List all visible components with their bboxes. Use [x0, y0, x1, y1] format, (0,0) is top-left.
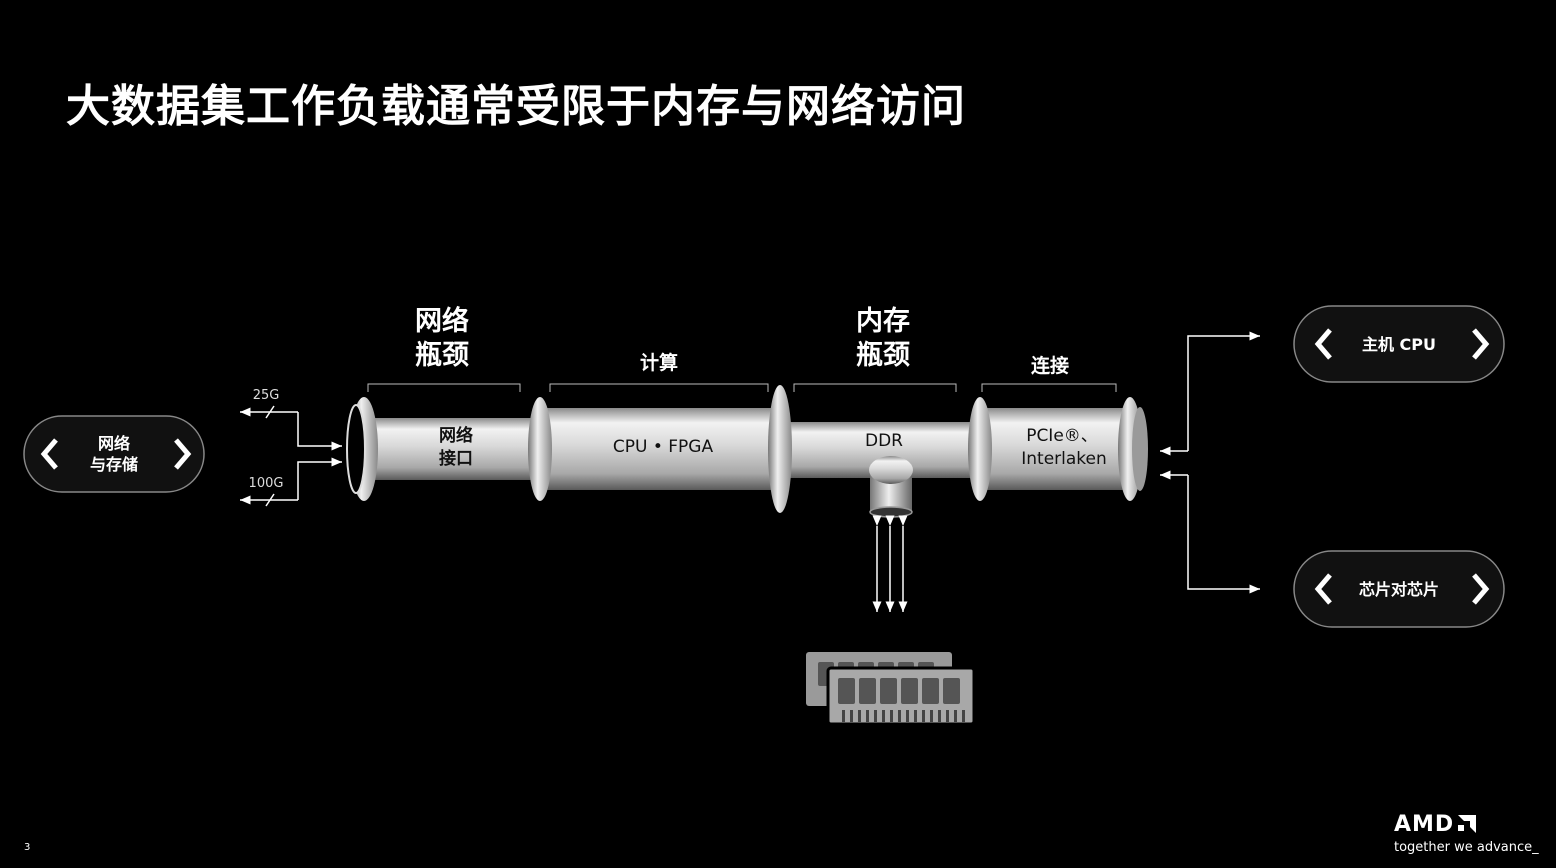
pill-label-line1: 网络 — [98, 434, 130, 453]
memory-bottleneck-label-2: 瓶颈 — [856, 340, 910, 371]
ddr-label: DDR — [865, 431, 903, 451]
speed-connectors — [240, 405, 342, 507]
chip-to-chip-label: 芯片对芯片 — [1359, 580, 1439, 599]
pipe-cpu-fpga — [546, 408, 778, 490]
page-title: 大数据集工作负载通常受限于内存与网络访问 — [66, 81, 966, 132]
chevron-left-icon — [40, 438, 58, 470]
amd-wordmark: AMD — [1394, 812, 1455, 837]
speed-100g-label: 100G — [249, 476, 284, 491]
network-bottleneck-label-1: 网络 — [415, 305, 469, 337]
flange-2 — [768, 385, 792, 513]
flange-3 — [968, 397, 992, 501]
pipe-pcie — [986, 408, 1126, 490]
pill-label-line2: 与存储 — [90, 455, 138, 474]
chevron-left-icon — [1314, 328, 1332, 360]
page-number: 3 — [24, 842, 31, 853]
memory-module-icon — [806, 652, 976, 726]
amd-logo: AMD — [1394, 812, 1478, 837]
network-storage-pill[interactable]: 网络 与存储 — [23, 415, 205, 493]
amd-tagline: together we advance_ — [1394, 840, 1539, 855]
net-interface-label-1: 网络 — [439, 425, 473, 446]
amd-arrow-icon — [1458, 815, 1477, 833]
flange-1 — [528, 397, 552, 501]
host-cpu-label: 主机 CPU — [1362, 335, 1436, 354]
section-brackets — [367, 383, 1117, 392]
cpu-fpga-label: CPU • FPGA — [613, 437, 714, 457]
chip-to-chip-pill[interactable]: 芯片对芯片 — [1293, 550, 1505, 628]
chevron-right-icon — [1472, 328, 1490, 360]
net-interface-label-2: 接口 — [439, 448, 473, 469]
speed-25g-label: 25G — [253, 388, 280, 403]
network-bottleneck-label-2: 瓶颈 — [415, 340, 469, 371]
connect-label: 连接 — [1031, 354, 1069, 377]
host-cpu-pill[interactable]: 主机 CPU — [1293, 305, 1505, 383]
pcie-label-2: Interlaken — [1021, 449, 1107, 469]
chevron-right-icon — [174, 438, 192, 470]
chevron-left-icon — [1314, 573, 1332, 605]
chevron-right-icon — [1472, 573, 1490, 605]
pipe-net-interface — [362, 418, 534, 480]
compute-label: 计算 — [640, 351, 678, 374]
pipeline — [346, 385, 1148, 518]
right-connectors — [1160, 331, 1260, 594]
pcie-label-1: PCIe®、 — [1026, 426, 1098, 446]
memory-bottleneck-label-1: 内存 — [856, 306, 910, 337]
memory-arrows — [872, 515, 908, 612]
